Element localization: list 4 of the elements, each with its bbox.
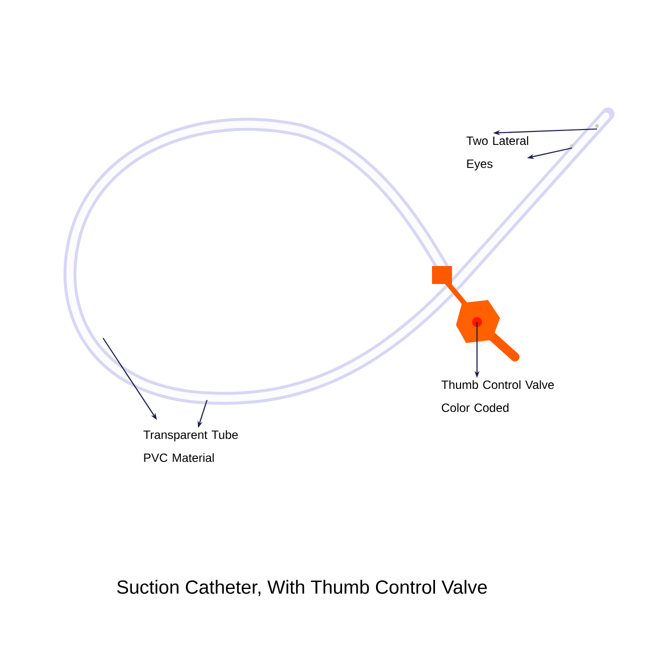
diagram-title: Suction Catheter, With Thumb Control Valve	[117, 580, 487, 596]
callout-text: Thumb Control Valve Color Coded	[441, 380, 554, 412]
catheter-drawing	[64, 108, 615, 405]
callout-text: Transparent Tube PVC Material	[143, 430, 238, 462]
